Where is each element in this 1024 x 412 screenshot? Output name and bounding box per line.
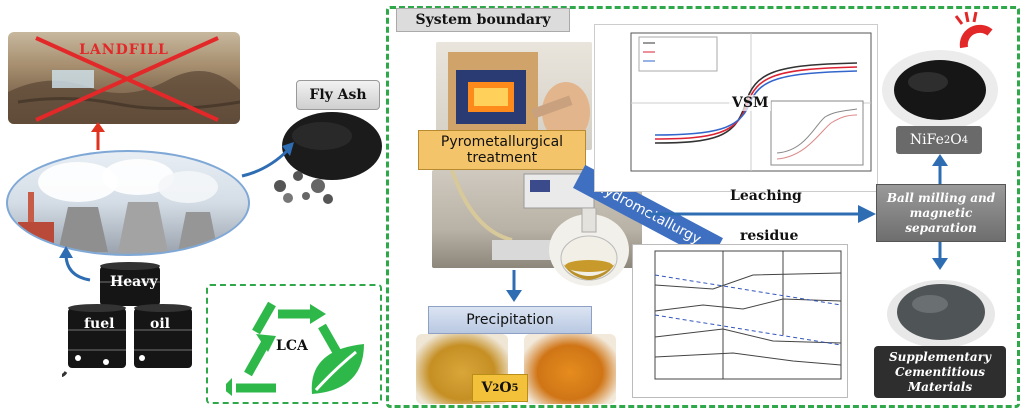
landfill-label: LANDFILL	[79, 42, 169, 58]
v2o5-sub2: 5	[511, 382, 519, 394]
nife2o4-a: NiFe	[909, 132, 944, 148]
arrow-to-precipitation	[506, 270, 522, 302]
leaching-label: Leaching	[730, 188, 802, 204]
fly-ash-pile	[274, 112, 382, 204]
system-boundary-frame	[386, 6, 1020, 408]
v2o5-v: V	[481, 380, 493, 396]
cross-mark	[35, 36, 219, 122]
system-boundary-text: System boundary	[415, 12, 551, 28]
precipitation-label: Precipitation	[428, 306, 592, 334]
red-arrow-up	[91, 122, 105, 150]
power-plant-photo	[6, 150, 250, 256]
oil-barrel-icon	[62, 262, 192, 378]
scm-text: Supplementary Cementitious Materials	[888, 349, 992, 394]
flask-image	[549, 208, 629, 286]
scm-label: Supplementary Cementitious Materials	[874, 346, 1006, 398]
ball-milling-label: Ball milling and magnetic separation	[876, 184, 1006, 242]
fly-ash-label: Fly Ash	[296, 80, 380, 110]
scm-powder	[887, 280, 995, 348]
nife2o4-sub1: 2	[943, 134, 951, 146]
barrel-label-heavy: Heavy	[110, 274, 158, 290]
ball-milling-text: Ball milling and magnetic separation	[886, 190, 996, 235]
magnet-icon	[954, 11, 993, 49]
v2o5-o: O	[499, 380, 512, 396]
pyrometallurgical-label: Pyrometallurgical treatment	[418, 130, 586, 170]
arrow-to-nife2o4	[932, 154, 948, 184]
system-boundary-label: System boundary	[396, 8, 570, 32]
arrow-to-scm	[932, 242, 948, 270]
nife2o4-b: O	[950, 132, 962, 148]
pourbaix-diagram	[632, 244, 848, 398]
v2o5-sub1: 2	[492, 382, 500, 394]
v2o5-powder-2	[524, 334, 616, 404]
arrow-oil-to-plant	[59, 246, 91, 282]
leaf-icon	[311, 344, 364, 394]
landfill-photo: LANDFILL	[8, 32, 240, 124]
nife2o4-sub2: 4	[961, 134, 969, 146]
nife2o4-powder	[882, 50, 998, 130]
lca-box	[206, 284, 382, 404]
barrel-label-fuel: fuel	[84, 316, 115, 332]
pyrometallurgical-text: Pyrometallurgical treatment	[440, 134, 564, 166]
precipitation-text: Precipitation	[466, 312, 554, 328]
recycle-icon	[226, 301, 342, 396]
fly-ash-text: Fly Ash	[309, 87, 367, 103]
arrow-plant-to-ash	[241, 142, 294, 178]
lca-label: LCA	[276, 338, 308, 354]
vsm-label: VSM	[729, 95, 772, 111]
barrel-label-oil: oil	[150, 316, 170, 332]
arrow-leaching-residue	[646, 205, 876, 223]
residue-label: residue	[740, 228, 799, 244]
vsm-plot: VSM	[594, 24, 878, 192]
